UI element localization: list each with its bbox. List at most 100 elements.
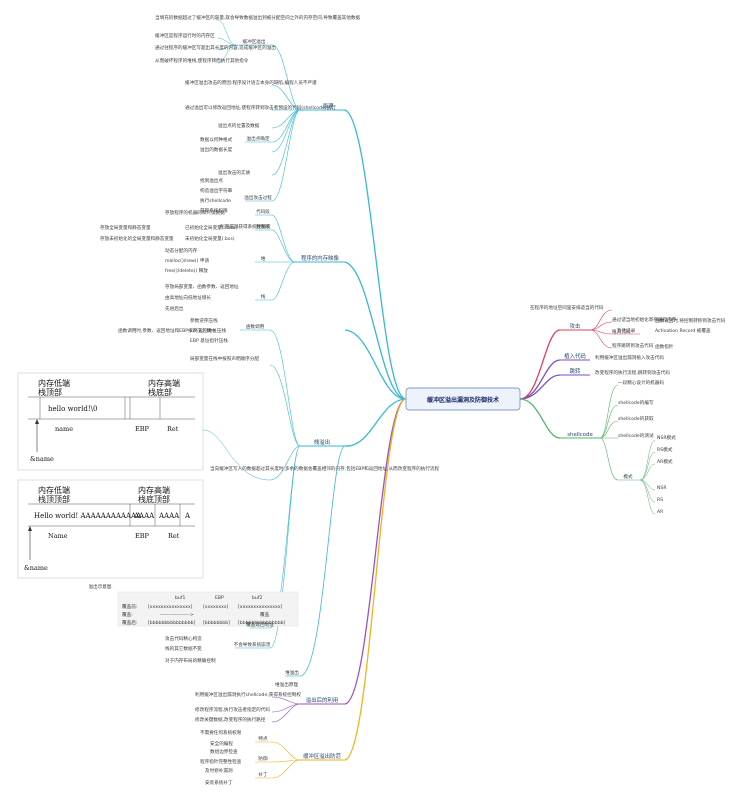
branch-connectors-left-yellow: [344, 398, 407, 761]
memory-stack-item-1: 存放局部变量、函数参数、返回地址: [165, 283, 239, 290]
defense-feature-label: 特点: [258, 735, 268, 742]
branch-heap-overflow[interactable]: 堆溢出 堆溢出原理: [275, 445, 346, 688]
principle-overflow-item-3: 通过往程序的缓冲区写超出其长度的内容,造成缓冲区的溢出: [155, 44, 276, 51]
shellcode-item-3: shellcode的获取: [618, 415, 654, 422]
principle-children: [271, 44, 301, 202]
memory-stack-label: 栈: [261, 293, 266, 300]
diag-before-label-ret: Ret: [167, 425, 179, 433]
memory-stack: 栈 存放局部变量、函数参数、返回地址 由高地址向低地址增长 先进后出: [165, 283, 272, 312]
stack-diagram-before: 内存低端 栈顶部 内存高端 栈底部 hello world!\0 name EB…: [17, 372, 204, 471]
branch-inject[interactable]: 植入代码 利用缓冲区溢出漏洞植入攻击代码: [560, 352, 664, 361]
branch-principle-label: 原理: [323, 103, 334, 110]
mode-item-3: AR模式: [657, 458, 673, 465]
attack-item-2: 通过适当地初始化寄存器和内存: [612, 316, 677, 323]
branch-attack[interactable]: 攻击: [560, 322, 590, 331]
table-row-1-cell-2: [xxxxxxxx]: [203, 604, 229, 610]
principle-point-item-2: 溢出的数据长度: [200, 146, 233, 153]
memory-heap-item-2: malloc()/new() 申请: [165, 257, 209, 264]
stack-call-label: 函数调用: [246, 323, 265, 330]
mode-item-5: RS: [657, 497, 663, 503]
memory-data-segment: 数据段 已初始化全局变量(.data) 未初始化全局变量(.bss) 存放全局变…: [100, 223, 272, 242]
diag-before-low: 内存低端: [38, 378, 70, 388]
principle-point-item-1: 数据以何种格式: [200, 136, 233, 143]
memory-data-note-1: 存放全局变量和静态变量: [100, 224, 151, 231]
stack-call-item-2: EIP 返回地址压栈: [190, 327, 226, 334]
table-header-1: buf1: [175, 595, 185, 601]
stack-call-group: 函数调用 参数逆序压栈 EIP 返回地址压栈 EBP 基址指针压栈 函数调用时,…: [118, 317, 270, 362]
stack-call-note-1: 函数调用时,参数、返回地址和EBP依次压入栈中: [118, 327, 216, 334]
diag-connector: [202, 429, 271, 481]
branch-shellcode-label: shellcode: [567, 432, 593, 438]
diag-before-label-name: name: [55, 425, 73, 433]
principle-text-4: 溢出攻击的实质: [218, 169, 251, 176]
branch-attack-label: 攻击: [570, 322, 581, 330]
principle-text-3: 溢出点的位置及数据: [218, 122, 260, 129]
root-label: 缓冲区溢出漏洞及防御技术: [427, 396, 499, 404]
branch-defense[interactable]: 缓冲区溢出防范: [300, 752, 345, 761]
mode-item-6: AR: [657, 509, 664, 515]
table-row-2-cell-3: 覆盖: [260, 611, 270, 618]
table-row-2-cell-1: ------------------>: [160, 612, 194, 618]
principle-overflow-item-4: 从而破坏程序的堆栈,使程序转而执行其他指令: [155, 57, 249, 64]
diag-before-cell: hello world!\0: [48, 405, 97, 413]
mode-item-2: RS模式: [657, 446, 673, 453]
diag-after-cell-3: AAAA: [158, 512, 180, 520]
diag-after-label-ebp: EBP: [135, 532, 150, 540]
diag-after-label-ret: Ret: [168, 532, 180, 540]
defense-patch-item-1: 及时修补漏洞: [205, 767, 233, 774]
diag-before-label-ebp: EBP: [135, 425, 150, 433]
principle-point-label: 溢出点确定: [247, 135, 270, 142]
no-crash-label: 不会导致系统崩溃: [234, 641, 271, 648]
principle-process-group: 溢出攻击过程 找到溢出点 构造溢出字符串 执行shellcode 获取系统权限: [200, 177, 272, 214]
stack-diagram-after: 内存低端 栈顶顶部 内存高端 栈底顶部 Hello world! AAAAAAA…: [17, 479, 204, 590]
defense-feature: 特点 不需要任何系统权限: [200, 729, 272, 743]
defense-prevent-item-1: 安全的编程: [210, 740, 233, 747]
principle-process-item-2: 构造溢出字符串: [200, 187, 233, 194]
table-row-3-cell-2: [bbbbbbbb]: [203, 620, 230, 626]
principle-process-item-4: 获取系统权限: [200, 207, 228, 214]
activation-record-item-1: 函数返回时,将控制转移到攻击代码: [655, 317, 726, 324]
no-crash-item-2: 栈的其它数据不变: [165, 645, 202, 652]
table-header-3: buf2: [252, 595, 262, 601]
shellcode-item-2: shellcode的编写: [618, 399, 654, 406]
memory-children: [271, 214, 296, 301]
branch-memory[interactable]: 程序的内存映像: [295, 254, 345, 263]
diag-caption: 溢出示意图: [89, 583, 112, 590]
branch-principle[interactable]: 原理: [300, 103, 345, 111]
stack-overwrite-ret: 覆盖返回地址: [246, 621, 274, 629]
principle-text-2: 通过溢出可以修改返回地址,使程序转到攻击者预设的代码(shellcode)执行: [185, 104, 336, 111]
diag-after-top: 栈顶顶部: [38, 494, 70, 504]
table-row-1-label: 覆盖前:: [122, 603, 138, 610]
principle-overflow-group: 缓冲区溢出 当填充的数据超过了缓冲区的容量,就会导致数据溢出到被分配空间之外的内…: [155, 14, 360, 64]
activation-record-item-3: 函数指针: [655, 343, 674, 350]
branch-stack-overflow[interactable]: 栈溢出: [300, 438, 345, 447]
memory-data-item-2: 未初始化全局变量(.bss): [185, 235, 235, 242]
mode-item-1: NSR模式: [657, 434, 676, 441]
branch-connectors-right-purple: [519, 359, 561, 400]
branch-connectors-right-green: [519, 398, 561, 439]
table-row-1-cell-3: [xxxxxxxxxxxxxxx]: [238, 604, 283, 610]
exploit-item-1: 利用缓冲区溢出漏洞执行shellcode,获得系统控制权: [195, 691, 301, 698]
defense-prevent: 防御 安全的编程 数组边界检查 程序指针完整性检查: [200, 740, 272, 765]
memory-data-note-2: 存放未初始化的全局变量和静态变量: [100, 235, 174, 242]
stack-overflow-note: 当向缓冲区写入的数据超过其长度时,多余的数据会覆盖相邻的内存,包括EBP和返回地…: [210, 465, 440, 472]
memory-text-segment: 代码段 存放程序的机器码和只读数据: [165, 208, 272, 216]
attack-children: [589, 309, 613, 349]
attack-item-1: 在程序的地址空间里安排适当的代码: [530, 304, 604, 311]
branch-jump[interactable]: 跳转 改变程序的执行流程,跳转到攻击代码: [560, 367, 670, 376]
diag-before-bottom: 栈底部: [148, 387, 172, 397]
memory-data-item-1: 已初始化全局变量(.data): [185, 224, 237, 231]
inject-item-1: 利用缓冲区溢出漏洞植入攻击代码: [595, 354, 664, 361]
defense-patch: 补丁 及时修补漏洞 安装系统补丁: [205, 767, 272, 786]
diag-after-high: 内存高端: [138, 485, 170, 495]
mode-item-4: NSR: [657, 485, 667, 491]
branch-exploit[interactable]: 溢出后的利用: [300, 696, 345, 705]
branch-defense-label: 缓冲区溢出防范: [303, 752, 341, 760]
diag-after-cell-1: Hello world! AAAAAAAAAAAA: [34, 512, 142, 520]
branch-shellcode[interactable]: shellcode: [560, 432, 600, 439]
mode-label: 模式: [623, 473, 633, 480]
defense-patch-label: 补丁: [258, 771, 268, 778]
root-node[interactable]: 缓冲区溢出漏洞及防御技术: [405, 387, 521, 411]
branch-heap-overflow-label: 堆溢出: [285, 669, 299, 676]
diag-after-bottom: 栈底顶部: [138, 494, 170, 504]
